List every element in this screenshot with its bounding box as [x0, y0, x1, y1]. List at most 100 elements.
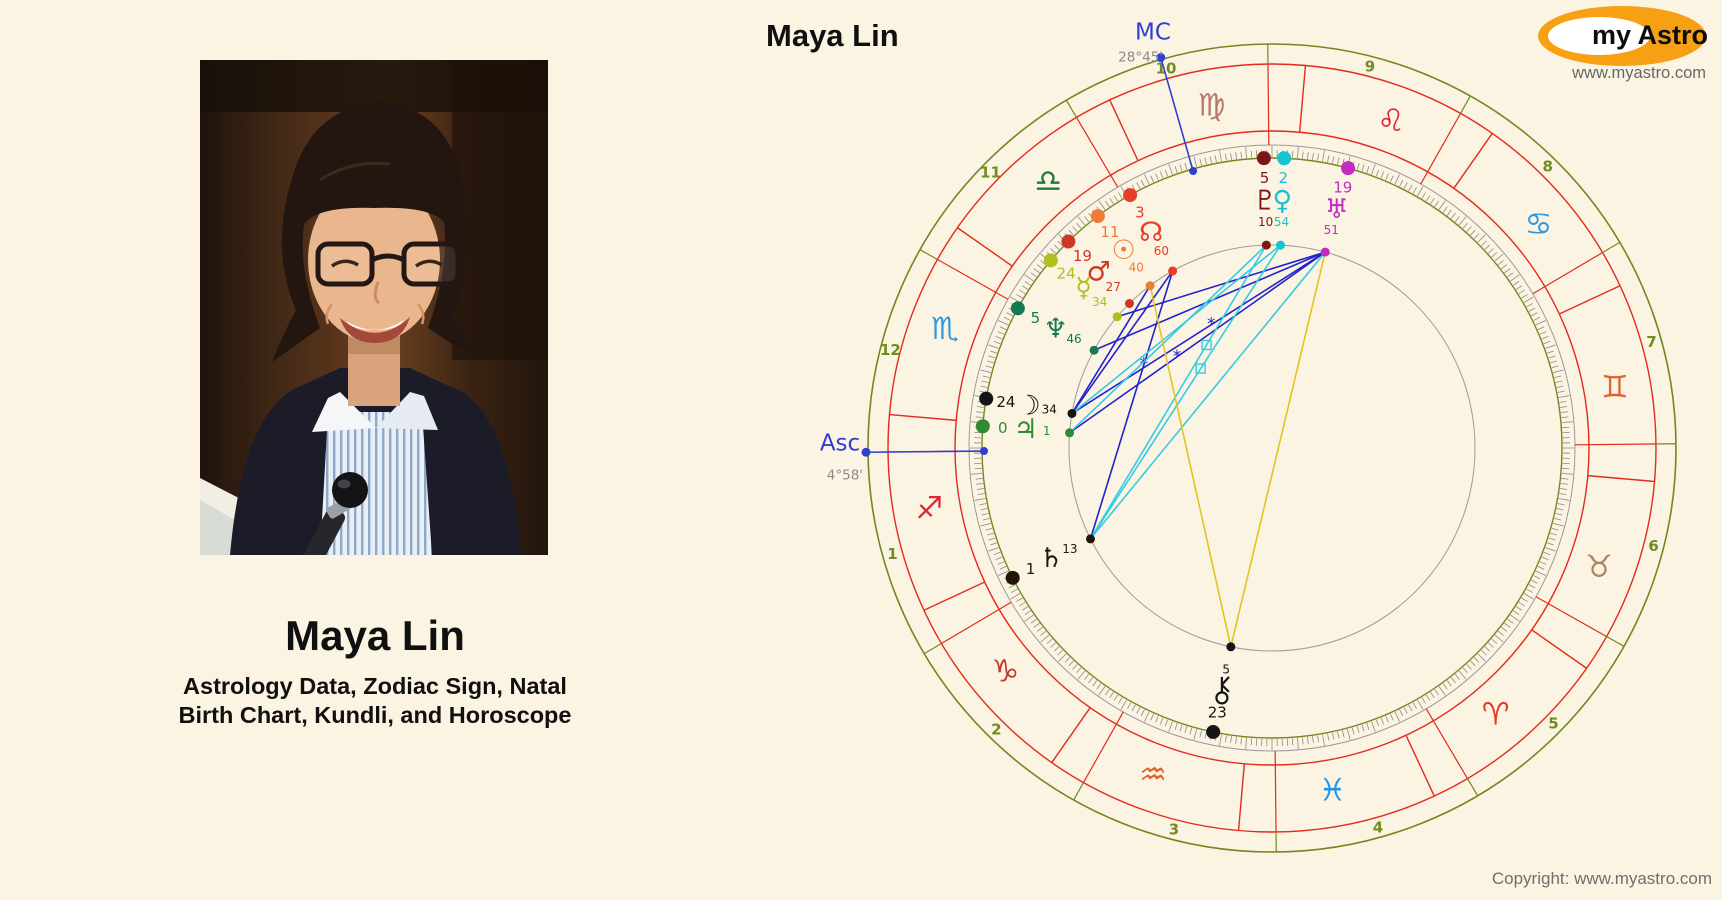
sign-leo-glyph: ♌ [1377, 103, 1405, 139]
degree-tick [1487, 248, 1494, 254]
aspect-node-moon [1071, 270, 1174, 414]
degree-tick [976, 411, 984, 413]
degree-tick [1558, 395, 1570, 398]
degree-tick [1302, 151, 1304, 159]
degree-tick [1521, 294, 1528, 299]
planet-pluto-minute: 10 [1258, 215, 1273, 229]
degree-tick [1394, 711, 1400, 722]
degree-tick [1491, 638, 1498, 644]
degree-tick [1537, 565, 1545, 570]
degree-tick [1389, 713, 1394, 721]
chart-title: Maya Lin [766, 18, 899, 53]
degree-tick [1011, 588, 1018, 593]
aspect-uranus-jupiter [1069, 251, 1326, 434]
degree-tick [1016, 597, 1023, 602]
degree-tick [1006, 312, 1013, 317]
planet-chiron-degree: 23 [1208, 703, 1227, 721]
degree-tick [1487, 642, 1494, 648]
degree-tick [1322, 734, 1325, 746]
degree-tick [1230, 736, 1232, 744]
degree-tick [1077, 670, 1086, 680]
planet-sun-degree: 11 [1100, 223, 1119, 241]
planet-mars-minute: 27 [1106, 280, 1121, 294]
sign-libra-glyph: ♎ [1034, 163, 1062, 199]
degree-tick [1450, 212, 1456, 219]
planet-sun-glyph: ☉ [1112, 235, 1136, 266]
house-cusp [1532, 252, 1603, 295]
degree-tick [1403, 707, 1408, 714]
house-cusp-outer [1602, 241, 1621, 254]
house-number-10: 10 [1156, 60, 1177, 78]
sign-taurus-glyph: ♉ [1585, 549, 1613, 585]
house-number-2: 2 [991, 721, 1001, 739]
degree-tick [1337, 731, 1340, 739]
planet-venus-glyph: ♀ [1272, 186, 1292, 217]
degree-tick [1068, 660, 1074, 667]
house-number-6: 6 [1648, 537, 1658, 555]
degree-tick [1510, 274, 1520, 282]
degree-tick [1541, 556, 1549, 561]
planet-mars-degree: 19 [1073, 247, 1092, 265]
degree-tick [1421, 697, 1426, 704]
degree-tick [1560, 406, 1568, 408]
sign-pisces-glyph: ♓ [1319, 773, 1347, 809]
degree-tick [999, 326, 1007, 331]
aspect-uranus-neptune [1093, 251, 1326, 351]
degree-tick [1088, 677, 1094, 684]
planet-moon-inner-dot [1067, 408, 1077, 418]
planet-mercury-ring-dot [1043, 253, 1058, 268]
degree-tick [1240, 737, 1242, 745]
planet-mercury-glyph: ☿ [1075, 273, 1092, 304]
degree-tick [1003, 317, 1011, 321]
degree-tick [980, 522, 992, 527]
degree-tick [1380, 717, 1385, 725]
planet-jupiter-glyph: ♃ [1014, 414, 1038, 445]
degree-tick [982, 375, 990, 378]
degree-tick [1555, 380, 1563, 383]
planet-mars-ring-dot [1061, 234, 1076, 249]
planet-saturn: 113♄ [1005, 534, 1095, 585]
planet-chiron-ring-dot [1206, 724, 1221, 739]
degree-tick [1462, 667, 1468, 674]
sign-boundary [1587, 474, 1655, 483]
asc-degree-label: 4°58' [827, 468, 863, 484]
house-cusp-outer [1459, 95, 1471, 114]
degree-tick [1531, 579, 1538, 584]
degree-tick [1526, 588, 1533, 593]
planet-saturn-inner-dot [1085, 534, 1095, 544]
degree-tick [1537, 326, 1545, 331]
degree-tick [1046, 638, 1053, 644]
degree-tick [1371, 164, 1376, 175]
degree-tick [1551, 527, 1559, 531]
degree-tick [977, 493, 985, 496]
degree-tick [980, 369, 992, 374]
degree-tick [1317, 735, 1320, 743]
degree-tick [993, 340, 1001, 345]
degree-tick [1366, 723, 1370, 730]
degree-tick [1174, 723, 1178, 730]
sextile-aspect-icon: * [1207, 315, 1216, 335]
degree-tick [1531, 312, 1538, 317]
degree-tick [1507, 272, 1514, 278]
degree-tick [1550, 532, 1558, 536]
degree-tick [1526, 303, 1533, 308]
degree-tick [1164, 719, 1169, 727]
degree-tick [1494, 634, 1504, 643]
degree-tick [1470, 660, 1476, 667]
sign-aquarius-glyph: ♒ [1139, 757, 1167, 793]
degree-tick [1421, 192, 1426, 199]
degree-tick [1150, 713, 1155, 721]
house-number-1: 1 [887, 545, 897, 563]
planet-pluto-ring-dot [1256, 151, 1271, 166]
degree-tick [1159, 717, 1164, 725]
degree-tick [1394, 174, 1400, 185]
house-cusp [1082, 711, 1124, 783]
degree-tick [1548, 537, 1556, 541]
asc-axis-line [866, 450, 985, 454]
degree-tick [1040, 630, 1047, 636]
page-subtitle: Astrology Data, Zodiac Sign, Natal Birth… [140, 672, 610, 730]
planet-neptune-inner-dot [1089, 345, 1099, 355]
degree-tick [1327, 155, 1330, 163]
